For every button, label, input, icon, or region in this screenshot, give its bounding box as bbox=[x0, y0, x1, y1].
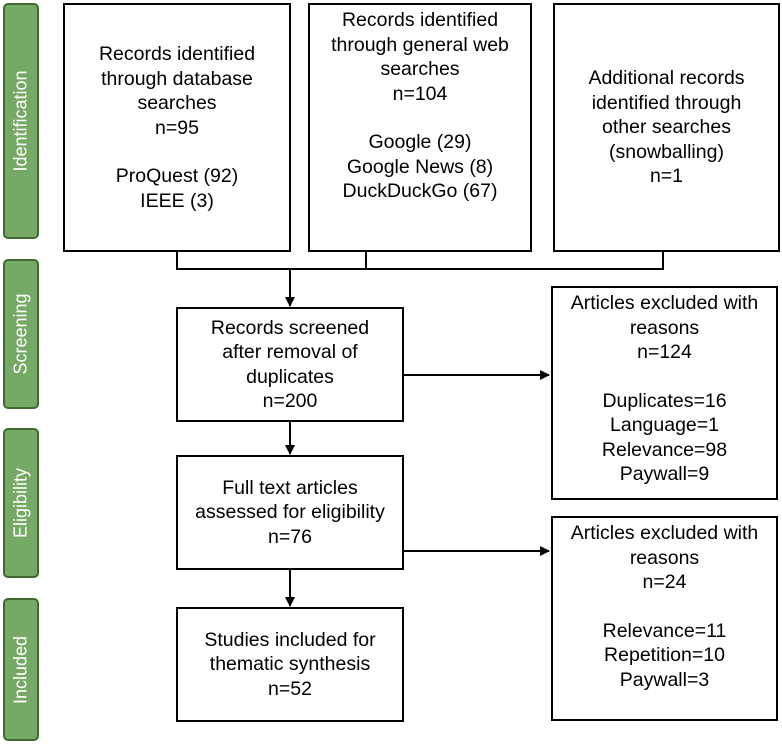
screened-count: n=200 bbox=[262, 390, 318, 412]
excluded2-count: n=24 bbox=[642, 571, 687, 593]
included-count: n=52 bbox=[268, 677, 312, 700]
fulltext-line-2: assessed for eligibility bbox=[195, 501, 385, 524]
excluded2-line-2: reasons bbox=[629, 546, 700, 569]
database-line-1: Records identified bbox=[98, 43, 256, 65]
screened-line-3: duplicates bbox=[246, 365, 334, 388]
web-source-duckduckgo: DuckDuckGo (67) bbox=[342, 180, 498, 202]
web-line-3: searches bbox=[380, 58, 460, 80]
excluded-eligibility-box: Articles excluded with reasons n=24 Rele… bbox=[551, 516, 778, 721]
screened-line-2: after removal of bbox=[222, 341, 358, 363]
excluded1-relevance: Relevance=98 bbox=[601, 438, 728, 461]
web-records-box: Records identified through general web s… bbox=[308, 3, 532, 252]
database-count: n=95 bbox=[155, 116, 199, 139]
screened-records-box: Records screened after removal of duplic… bbox=[176, 307, 404, 422]
excluded2-line-1: Articles excluded with bbox=[570, 522, 759, 544]
database-line-3: searches bbox=[137, 92, 217, 114]
excluded-screening-box: Articles excluded with reasons n=124 Dup… bbox=[551, 286, 778, 500]
excluded1-count: n=124 bbox=[637, 341, 692, 363]
other-line-2: identified through bbox=[591, 91, 742, 114]
database-line-2: through database bbox=[101, 67, 253, 90]
included-line-2: thematic synthesis bbox=[209, 653, 371, 676]
excluded2-repetition: Repetition=10 bbox=[604, 644, 725, 666]
other-count: n=1 bbox=[649, 165, 684, 188]
excluded1-line-1: Articles excluded with bbox=[570, 292, 759, 314]
stage-included: Included bbox=[3, 598, 39, 741]
web-line-2: through general web bbox=[331, 33, 509, 56]
other-records-box: Additional records identified through ot… bbox=[553, 3, 780, 252]
other-line-4: (snowballing) bbox=[609, 140, 724, 163]
fulltext-count: n=76 bbox=[268, 525, 312, 548]
web-count: n=104 bbox=[392, 82, 448, 105]
other-line-1: Additional records bbox=[588, 67, 745, 90]
web-line-1: Records identified bbox=[341, 9, 499, 31]
fulltext-assessed-box: Full text articles assessed for eligibil… bbox=[176, 455, 404, 570]
excluded1-duplicates: Duplicates=16 bbox=[602, 389, 727, 412]
stage-screening: Screening bbox=[3, 259, 39, 409]
stage-identification: Identification bbox=[3, 3, 39, 239]
stage-eligibility: Eligibility bbox=[3, 428, 39, 578]
included-line-1: Studies included for bbox=[204, 628, 376, 651]
database-records-box: Records identified through database sear… bbox=[63, 3, 291, 252]
excluded1-line-2: reasons bbox=[629, 316, 700, 339]
excluded2-relevance: Relevance=11 bbox=[602, 619, 727, 642]
excluded2-paywall: Paywall=3 bbox=[619, 668, 710, 691]
screened-line-1: Records screened bbox=[210, 316, 370, 339]
web-source-google: Google (29) bbox=[368, 131, 472, 153]
studies-included-box: Studies included for thematic synthesis … bbox=[176, 607, 404, 722]
excluded1-paywall: Paywall=9 bbox=[619, 463, 710, 485]
web-source-google-news: Google News (8) bbox=[346, 155, 494, 178]
database-source-proquest: ProQuest (92) bbox=[115, 165, 239, 187]
excluded1-language: Language=1 bbox=[610, 414, 719, 436]
database-source-ieee: IEEE (3) bbox=[140, 189, 214, 212]
other-line-3: other searches bbox=[602, 116, 731, 139]
fulltext-line-1: Full text articles bbox=[222, 476, 358, 499]
